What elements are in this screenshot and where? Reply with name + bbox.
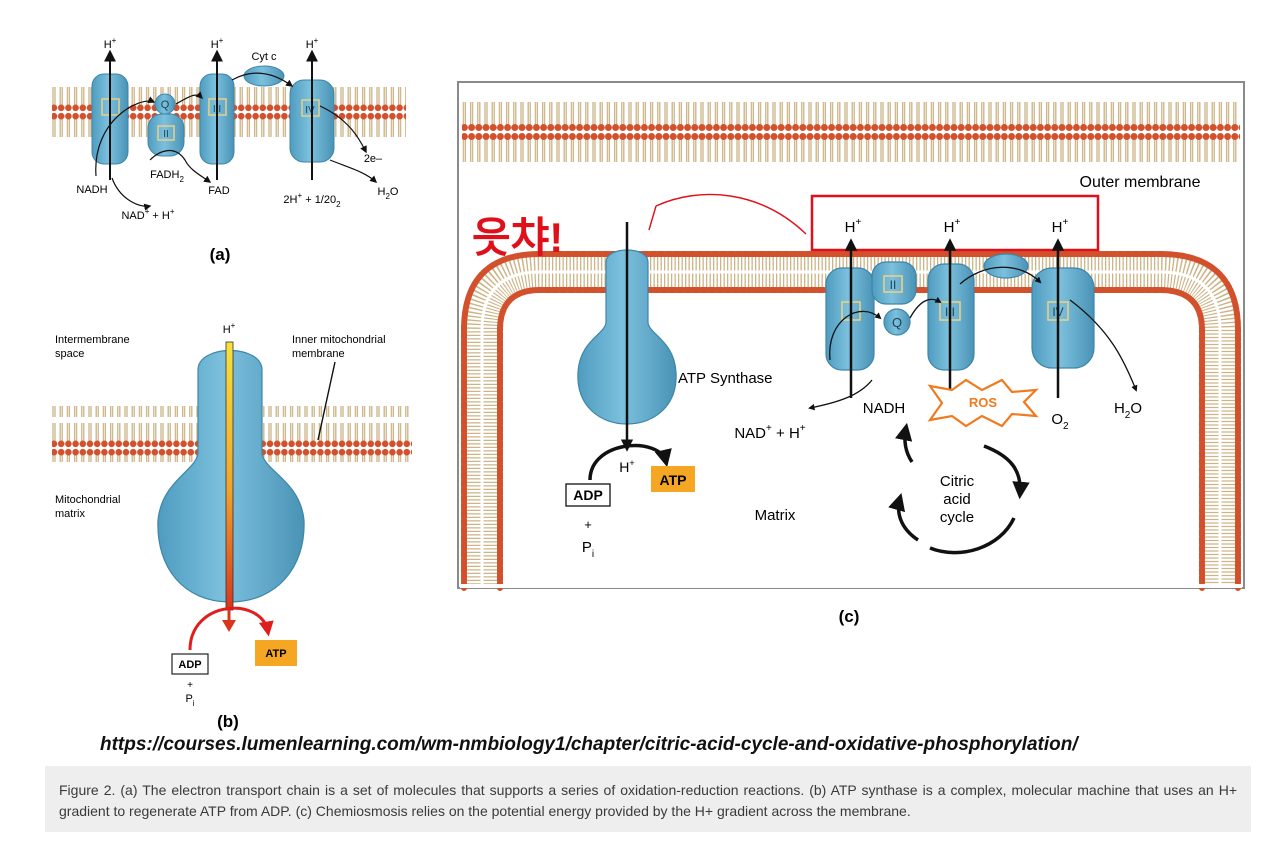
pi-label-b: Pi — [185, 693, 194, 708]
adp-box-c — [565, 483, 611, 507]
nad-label-a: NAD+ + H+ — [121, 207, 174, 222]
h-plus-a-2: H+ — [211, 36, 224, 51]
complex-ii-label-a: II — [163, 129, 169, 140]
water-label-a: H2O — [378, 186, 399, 201]
atp-synthase-label-c: ATP Synthase — [678, 370, 773, 387]
adp-box-b — [171, 653, 209, 675]
two-e-label-a: 2e– — [364, 153, 383, 165]
h-plus-c-3: H+ — [1052, 217, 1069, 236]
oxygen-eq-label-a: 2H+ + 1/202 — [283, 191, 341, 209]
source-url[interactable]: https://courses.lumenlearning.com/wm-nmb… — [100, 734, 1078, 755]
cyt-c-a — [243, 65, 285, 87]
proton-channel-b — [225, 341, 234, 611]
fad-label-a: FAD — [208, 185, 229, 197]
ros-burst — [927, 378, 1039, 428]
o2-label-c: O2 — [1051, 411, 1069, 432]
plus-sign-c: + — [584, 517, 592, 532]
complex-iv-label-a: IV — [305, 105, 315, 116]
nad-label-c: NAD+ + H+ — [734, 423, 805, 442]
outer-membrane-c — [462, 100, 1240, 166]
q-carrier-c — [883, 308, 911, 336]
h-plus-a-3: H+ — [306, 36, 319, 51]
matrix-label-c: Matrix — [755, 507, 796, 524]
pi-label-c: Pi — [582, 539, 594, 560]
atp-label-c: ATP — [660, 472, 687, 488]
outer-membrane-label: Outer membrane — [1080, 174, 1201, 191]
panel-a-label: (a) — [210, 245, 231, 264]
annotation-korean: 읏챠! — [472, 214, 563, 261]
complex-ii-c — [871, 261, 917, 305]
cyt-c-label-a: Cyt c — [251, 51, 277, 63]
complex-iv-c — [1031, 267, 1095, 369]
nadh-label-c: NADH — [863, 400, 906, 417]
cyt-c-c — [983, 253, 1029, 279]
nadh-label-a: NADH — [76, 184, 107, 196]
panel-c-label: (c) — [839, 607, 860, 626]
figure-caption: Figure 2. (a) The electron transport cha… — [45, 766, 1251, 832]
atp-box-c — [651, 466, 695, 492]
h-plus-a-1: H+ — [104, 36, 117, 51]
adp-label-c: ADP — [573, 487, 603, 503]
annotation-arrow — [655, 193, 807, 235]
panel-c: Outer membrane 읏챠! ATP Synthase H+ ADP A… — [457, 81, 1245, 626]
fadh2-label-a: FADH2 — [150, 169, 184, 184]
h-plus-c-1: H+ — [845, 217, 862, 236]
q-label-a: Q — [161, 99, 170, 111]
complex-ii-label-c: II — [890, 278, 897, 292]
h2o-label-c: H2O — [1114, 400, 1142, 421]
atp-box-b — [255, 640, 297, 666]
panel-a: I Q II III Cyt c IV H+ H+ H+ NA — [52, 36, 406, 264]
adp-label-b: ADP — [178, 659, 201, 671]
atp-label-b: ATP — [265, 648, 286, 660]
ros-label: ROS — [969, 395, 998, 410]
h-plus-b: H+ — [223, 321, 236, 336]
plus-sign-b: + — [187, 680, 193, 691]
complex-ii-a — [147, 113, 185, 157]
q-label-c: Q — [892, 315, 902, 330]
h-plus-matrix-c: H+ — [619, 458, 634, 475]
panel-b-label: (b) — [217, 712, 239, 731]
h-plus-c-2: H+ — [944, 217, 961, 236]
